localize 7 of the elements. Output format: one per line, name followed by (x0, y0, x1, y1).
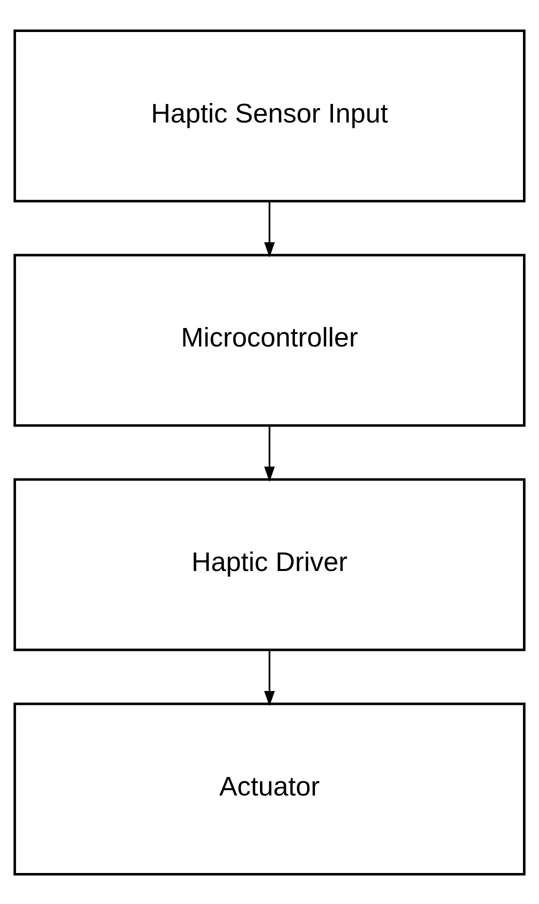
node-box: Haptic Driver (14, 478, 526, 651)
node-box: Microcontroller (14, 253, 526, 426)
arrow (264, 425, 275, 482)
arrow (264, 649, 275, 706)
node-box: Haptic Sensor Input (14, 28, 526, 202)
node-box: Actuator (14, 702, 526, 876)
arrow (264, 200, 275, 257)
